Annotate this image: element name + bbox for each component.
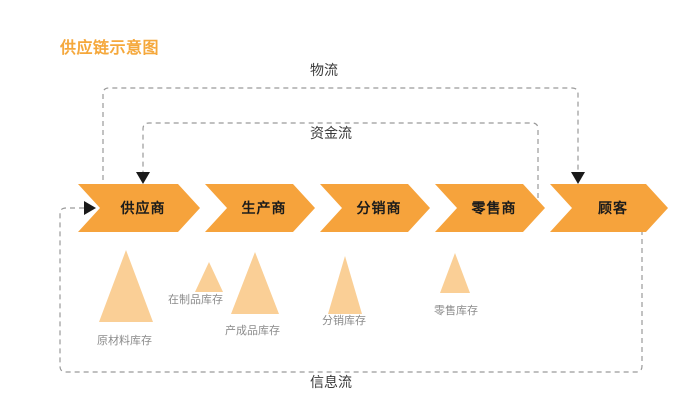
inventory-triangle-wip [195, 262, 223, 292]
stage-retailer-label: 零售商 [471, 201, 517, 217]
stage-supplier[interactable]: 供应商 [78, 184, 200, 232]
stage-distributor[interactable]: 分销商 [320, 184, 430, 232]
inventory-label-raw-material: 原材料库存 [97, 334, 152, 347]
flow-label-logistics: 物流 [310, 63, 338, 79]
inventory-triangle-raw-material [99, 250, 153, 322]
page-title: 供应链示意图 [60, 38, 160, 57]
capital-arrow-head [136, 172, 150, 184]
flow-label-information: 信息流 [310, 375, 352, 391]
flow-label-capital: 资金流 [310, 126, 352, 142]
inventory-label-retail: 零售库存 [434, 304, 478, 317]
inventory-triangle-retail [440, 253, 470, 293]
information-arrow-head-left [84, 201, 96, 215]
inventory-triangle-finished-goods [231, 252, 279, 314]
stage-manufacturer-label: 生产商 [241, 201, 287, 217]
stage-distributor-label: 分销商 [356, 201, 402, 217]
logistics-arrow-head [571, 172, 585, 184]
stage-retailer[interactable]: 零售商 [435, 184, 545, 232]
inventory-triangle-distribution [328, 256, 362, 314]
stage-customer-label: 顾客 [598, 201, 628, 217]
stage-supplier-label: 供应商 [120, 201, 166, 217]
inventory-label-wip: 在制品库存 [168, 293, 223, 306]
stage-customer[interactable]: 顾客 [550, 184, 668, 232]
inventory-label-finished-goods: 产成品库存 [225, 324, 280, 337]
stage-manufacturer[interactable]: 生产商 [205, 184, 315, 232]
inventory-label-distribution: 分销库存 [322, 314, 366, 327]
